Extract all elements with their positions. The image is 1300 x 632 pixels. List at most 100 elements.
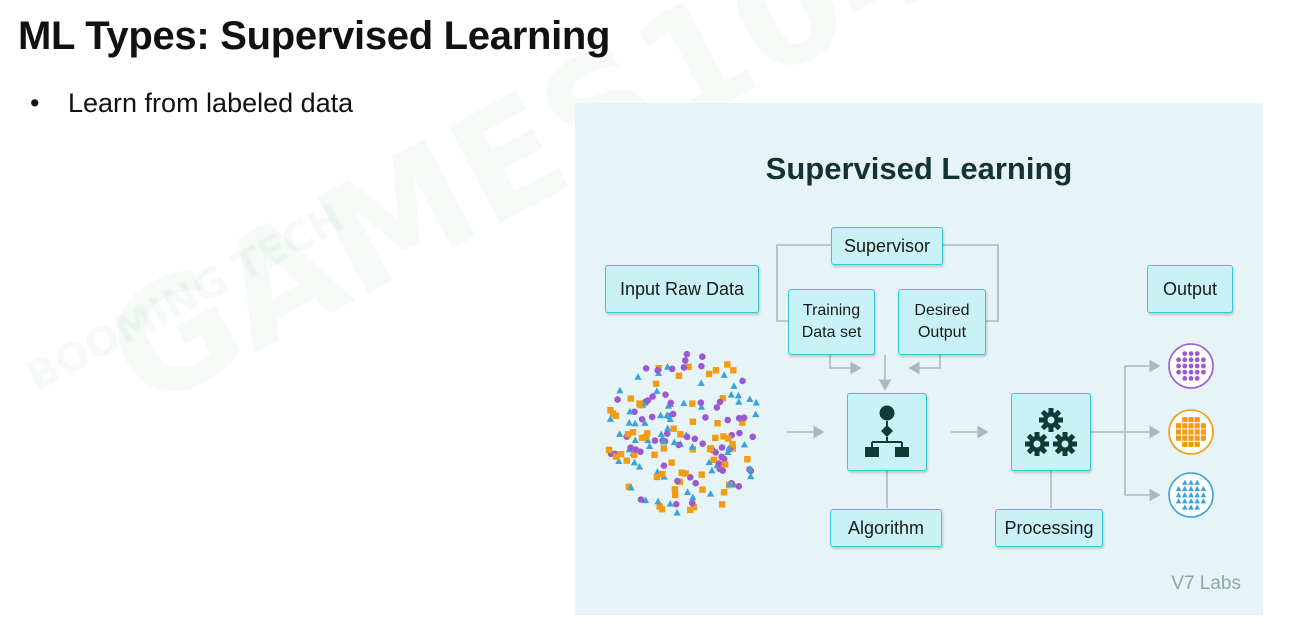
scatter-dot <box>683 350 691 358</box>
supervisor-label: Supervisor <box>843 235 931 256</box>
scatter-triangle <box>747 472 755 480</box>
scatter-square <box>668 459 675 466</box>
scatter-triangle <box>666 415 674 423</box>
cluster-triangle <box>1182 504 1188 510</box>
scatter-square <box>712 434 719 442</box>
scatter-square <box>739 419 746 426</box>
scatter-dot <box>638 415 646 423</box>
cluster-dot <box>1182 351 1188 356</box>
scatter-square <box>714 420 721 427</box>
cluster-triangle <box>1194 504 1200 510</box>
cluster-dot <box>1176 363 1181 369</box>
cluster-square <box>1182 441 1188 447</box>
scatter-dot <box>692 479 699 487</box>
scatter-dot <box>674 477 681 485</box>
scatter-dot <box>681 357 689 364</box>
scatter-square <box>607 406 614 414</box>
bullet-text: Learn from labeled data <box>68 88 354 118</box>
cluster-dot <box>1188 351 1194 356</box>
cluster-square <box>1176 423 1182 429</box>
output-label: Output <box>1162 278 1218 299</box>
cluster-triangle <box>1194 479 1200 485</box>
cluster-square <box>1194 417 1200 423</box>
scatter-square <box>721 461 729 468</box>
scatter-dot <box>697 399 705 406</box>
scatter-dot <box>699 440 706 447</box>
cluster-dot <box>1182 363 1188 369</box>
scatter-dot <box>699 353 706 361</box>
scatter-triangle <box>625 419 633 426</box>
scatter-triangle <box>630 458 639 466</box>
cluster-triangle <box>1194 498 1200 504</box>
cluster-square <box>1176 435 1182 441</box>
scatter-triangle <box>727 391 735 398</box>
scatter-triangle <box>680 399 688 407</box>
cluster-dot <box>1201 369 1206 375</box>
cluster-triangle <box>1182 485 1188 491</box>
scatter-square <box>685 363 692 371</box>
supervisor-right-connector <box>943 244 999 322</box>
scatter-square <box>624 431 632 438</box>
scatter-square <box>678 469 685 476</box>
scatter-triangle <box>645 442 654 450</box>
output-clusters <box>1168 343 1214 518</box>
scatter-triangle <box>626 407 634 415</box>
input-raw-data-label: Input Raw Data <box>619 278 745 299</box>
scatter-square <box>670 425 677 432</box>
scatter-square <box>659 470 666 478</box>
scatter-dot <box>644 397 652 404</box>
scatter-triangle <box>615 457 623 464</box>
scatter-dot <box>649 393 656 400</box>
cluster-triangle <box>1182 479 1188 485</box>
scatter-dot <box>668 365 676 373</box>
scatter-triangle <box>708 466 716 474</box>
scatter-triangle <box>689 493 697 501</box>
processing-box: Processing <box>995 509 1103 547</box>
scatter-triangle <box>697 379 705 387</box>
cluster-triangle <box>1194 485 1200 491</box>
algorithm-box: Algorithm <box>830 509 942 547</box>
desired-output-box: Desired Output <box>898 289 986 355</box>
cluster-triangle <box>1175 498 1182 504</box>
scatter-dot <box>614 396 621 403</box>
scatter-triangle <box>688 443 696 450</box>
cluster-square <box>1200 429 1206 435</box>
supervisor-left-connector <box>776 244 831 322</box>
scatter-dot <box>698 362 705 370</box>
cluster-dot <box>1194 363 1200 369</box>
scatter-square <box>609 410 617 417</box>
scatter-triangle <box>606 415 615 422</box>
cluster-dot <box>1182 369 1188 375</box>
scatter-dot <box>739 377 746 385</box>
scatter-triangle <box>660 437 668 445</box>
cluster-square <box>1188 423 1194 429</box>
scatter-dot <box>713 404 721 411</box>
training-label-line2: Data set <box>801 324 862 341</box>
cluster-dot <box>1176 357 1181 363</box>
orange-squares-cluster-icon <box>1168 409 1214 455</box>
scatter-square <box>698 471 705 478</box>
scatter-square <box>671 491 679 499</box>
cluster-square <box>1200 435 1206 441</box>
scatter-square <box>699 486 706 493</box>
scatter-square <box>651 451 658 458</box>
scatter-triangle <box>664 402 673 409</box>
scatter-dot <box>662 391 669 398</box>
scatter-triangle <box>734 391 743 399</box>
cluster-square <box>1182 423 1188 429</box>
scatter-triangle <box>735 398 743 405</box>
scatter-square <box>690 503 698 511</box>
cluster-square <box>1194 435 1200 441</box>
cluster-square <box>1182 429 1188 435</box>
scatter-dot <box>648 413 656 421</box>
purple-dots-cluster-icon <box>1168 343 1214 389</box>
scatter-square <box>710 456 718 464</box>
training-label-line1: Training <box>802 302 861 319</box>
scatter-dot <box>660 462 668 469</box>
scatter-square <box>612 453 620 460</box>
scatter-dot <box>716 398 724 406</box>
cluster-triangle <box>1200 498 1207 504</box>
scatter-square <box>623 457 630 464</box>
desired-label-line2: Output <box>917 324 967 341</box>
scatter-square <box>707 445 714 452</box>
